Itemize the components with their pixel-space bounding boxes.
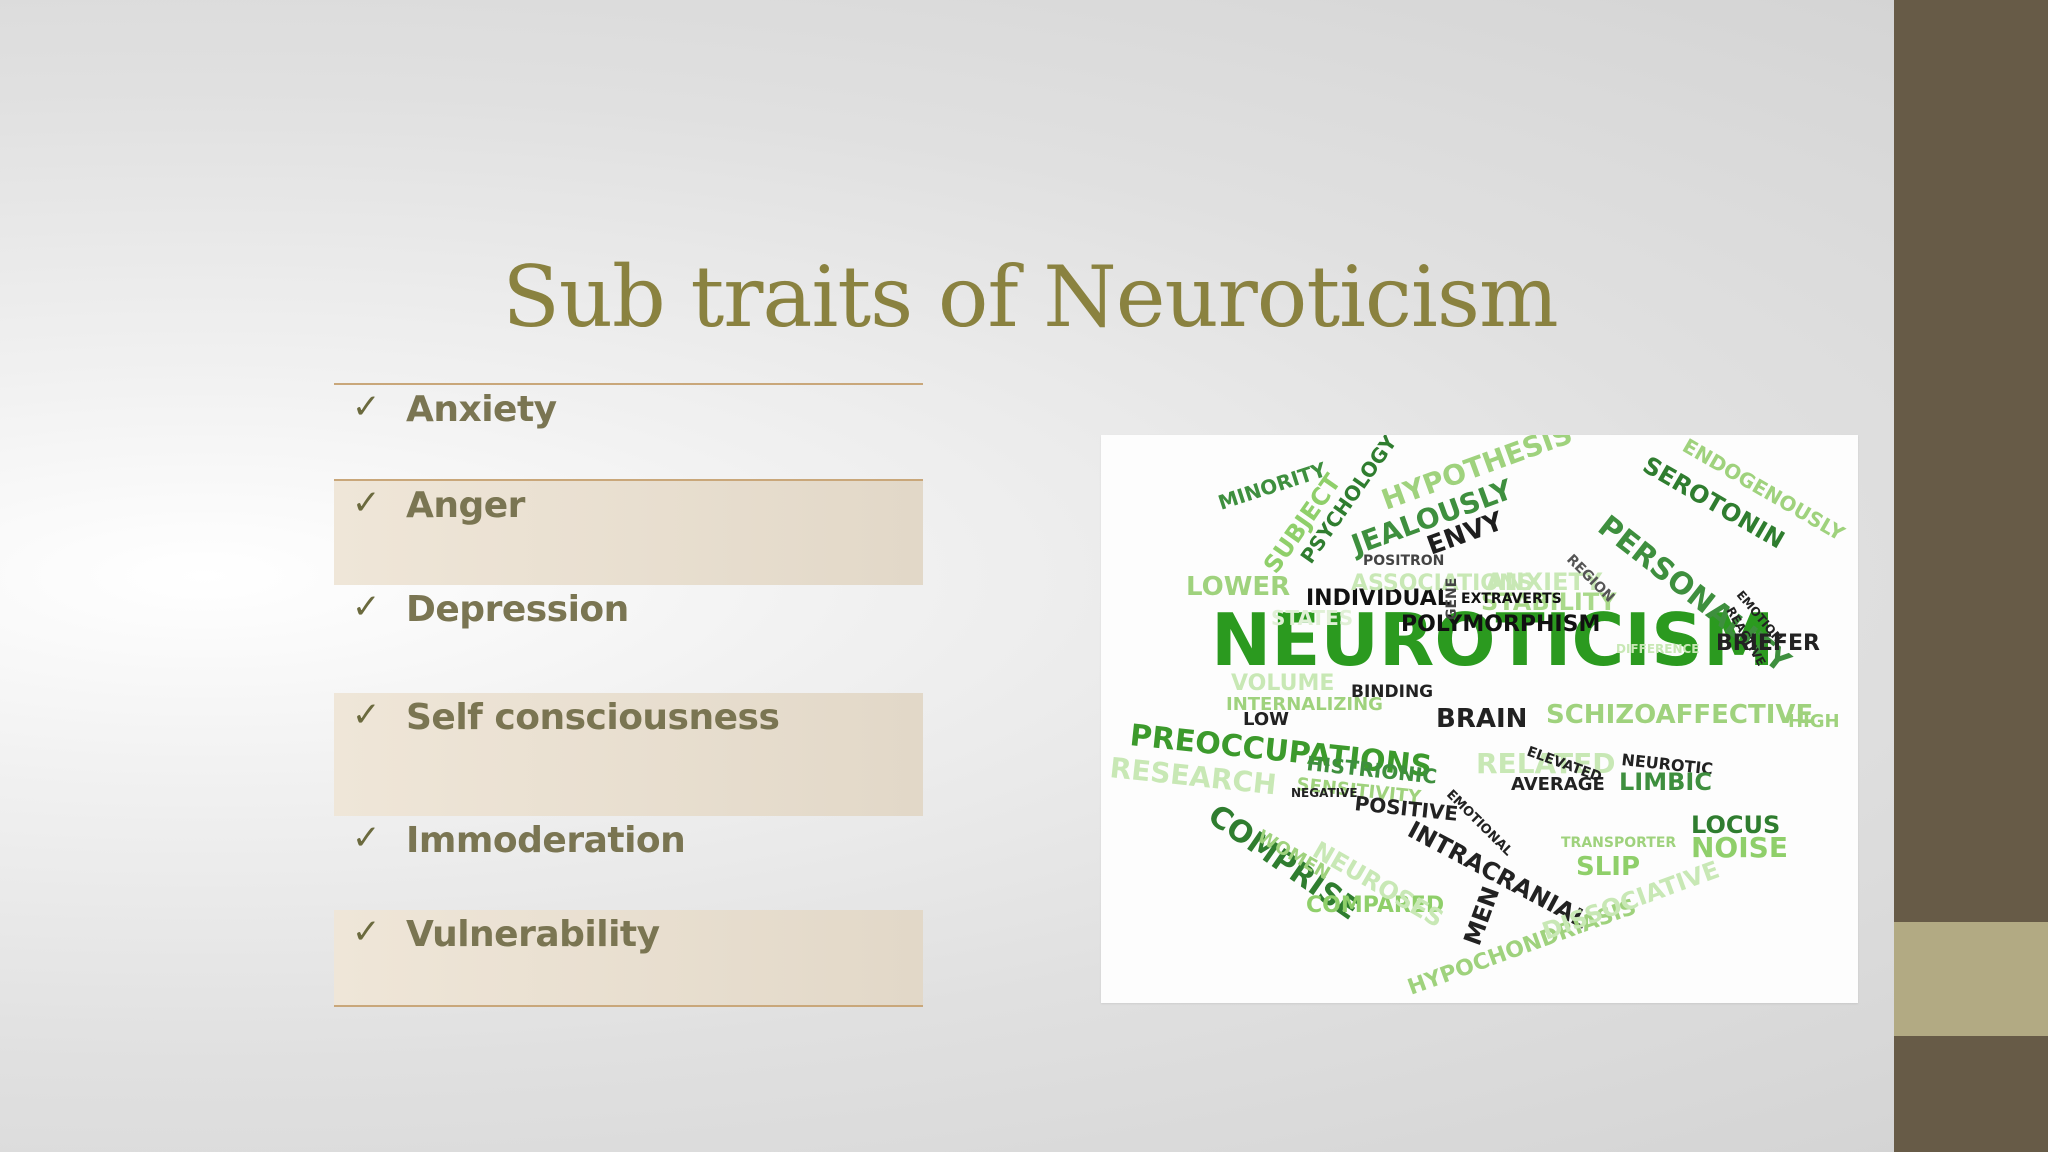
subtraits-list: ✓ Anxiety ✓ Anger ✓ Depression ✓ Self co… xyxy=(334,383,923,1007)
list-item: ✓ Self consciousness xyxy=(334,693,923,816)
word-cloud-word: SCHIZOAFFECTIVE xyxy=(1546,700,1813,730)
checkmark-icon: ✓ xyxy=(352,818,381,858)
word-cloud-word: STABILITY xyxy=(1481,588,1617,616)
checkmark-icon: ✓ xyxy=(352,587,381,627)
word-cloud-word: POLYMORPHISM xyxy=(1401,612,1600,637)
word-cloud-word: VOLUME xyxy=(1231,671,1334,696)
word-cloud-word: NEUROTICISM xyxy=(1211,598,1775,682)
word-cloud-word: HIGH xyxy=(1788,711,1840,732)
list-item-label: Anxiety xyxy=(406,389,557,430)
word-cloud-word: LOW xyxy=(1243,709,1289,730)
word-cloud-word: SLIP xyxy=(1576,852,1640,882)
word-cloud-word: AVERAGE xyxy=(1511,774,1605,795)
word-cloud-word: BRIEFER xyxy=(1716,631,1820,656)
list-item: ✓ Anxiety xyxy=(334,385,923,479)
checkmark-icon: ✓ xyxy=(352,483,381,523)
word-cloud-word: EXTRAVERTS xyxy=(1461,591,1562,607)
word-cloud-word: NOISE xyxy=(1691,831,1788,864)
list-item-label: Vulnerability xyxy=(406,914,660,955)
word-cloud-word: STATES xyxy=(1271,606,1353,630)
word-cloud-word: COMPARED xyxy=(1306,893,1444,918)
word-cloud-word: INDIVIDUAL xyxy=(1306,586,1451,611)
word-cloud-graphic: NEUROTICISMPREOCCUPATIONSPERSONALITYSERO… xyxy=(1108,435,1849,1001)
sidebar-accent-decoration xyxy=(1894,922,2048,1036)
list-item: ✓ Vulnerability xyxy=(334,910,923,1005)
checkmark-icon: ✓ xyxy=(352,912,381,952)
word-cloud-word: POSITRON xyxy=(1363,553,1444,569)
checkmark-icon: ✓ xyxy=(352,387,381,427)
list-item-label: Immoderation xyxy=(406,820,686,861)
word-cloud-word: ANXIETY xyxy=(1486,568,1603,596)
word-cloud-word: MEN xyxy=(1458,883,1505,949)
slide-title: Sub traits of Neuroticism xyxy=(502,248,1558,346)
list-item: ✓ Anger xyxy=(334,479,923,585)
word-cloud-word: LOWER xyxy=(1186,572,1290,602)
word-cloud-word: NEGATIVE xyxy=(1291,786,1358,800)
word-cloud-word: INTERNALIZING xyxy=(1226,694,1383,715)
word-cloud-word: BRAIN xyxy=(1436,704,1527,734)
word-cloud-word: DIFFERENCE xyxy=(1616,642,1700,656)
word-cloud-word: RELATED xyxy=(1476,747,1616,780)
list-item-label: Depression xyxy=(406,589,629,630)
word-cloud-word: LIMBIC xyxy=(1619,768,1712,796)
list-item: ✓ Immoderation xyxy=(334,816,923,910)
word-cloud-word: BINDING xyxy=(1351,682,1433,702)
word-cloud-word: LOCUS xyxy=(1691,811,1780,839)
word-cloud-word: TRANSPORTER xyxy=(1561,835,1676,851)
word-cloud-word: ASSOCIATIONS xyxy=(1351,571,1533,596)
checkmark-icon: ✓ xyxy=(352,695,381,735)
list-item-label: Anger xyxy=(406,485,525,526)
list-item-label: Self consciousness xyxy=(406,697,780,738)
word-cloud-word: GENE xyxy=(1444,578,1460,620)
list-item: ✓ Depression xyxy=(334,585,923,693)
